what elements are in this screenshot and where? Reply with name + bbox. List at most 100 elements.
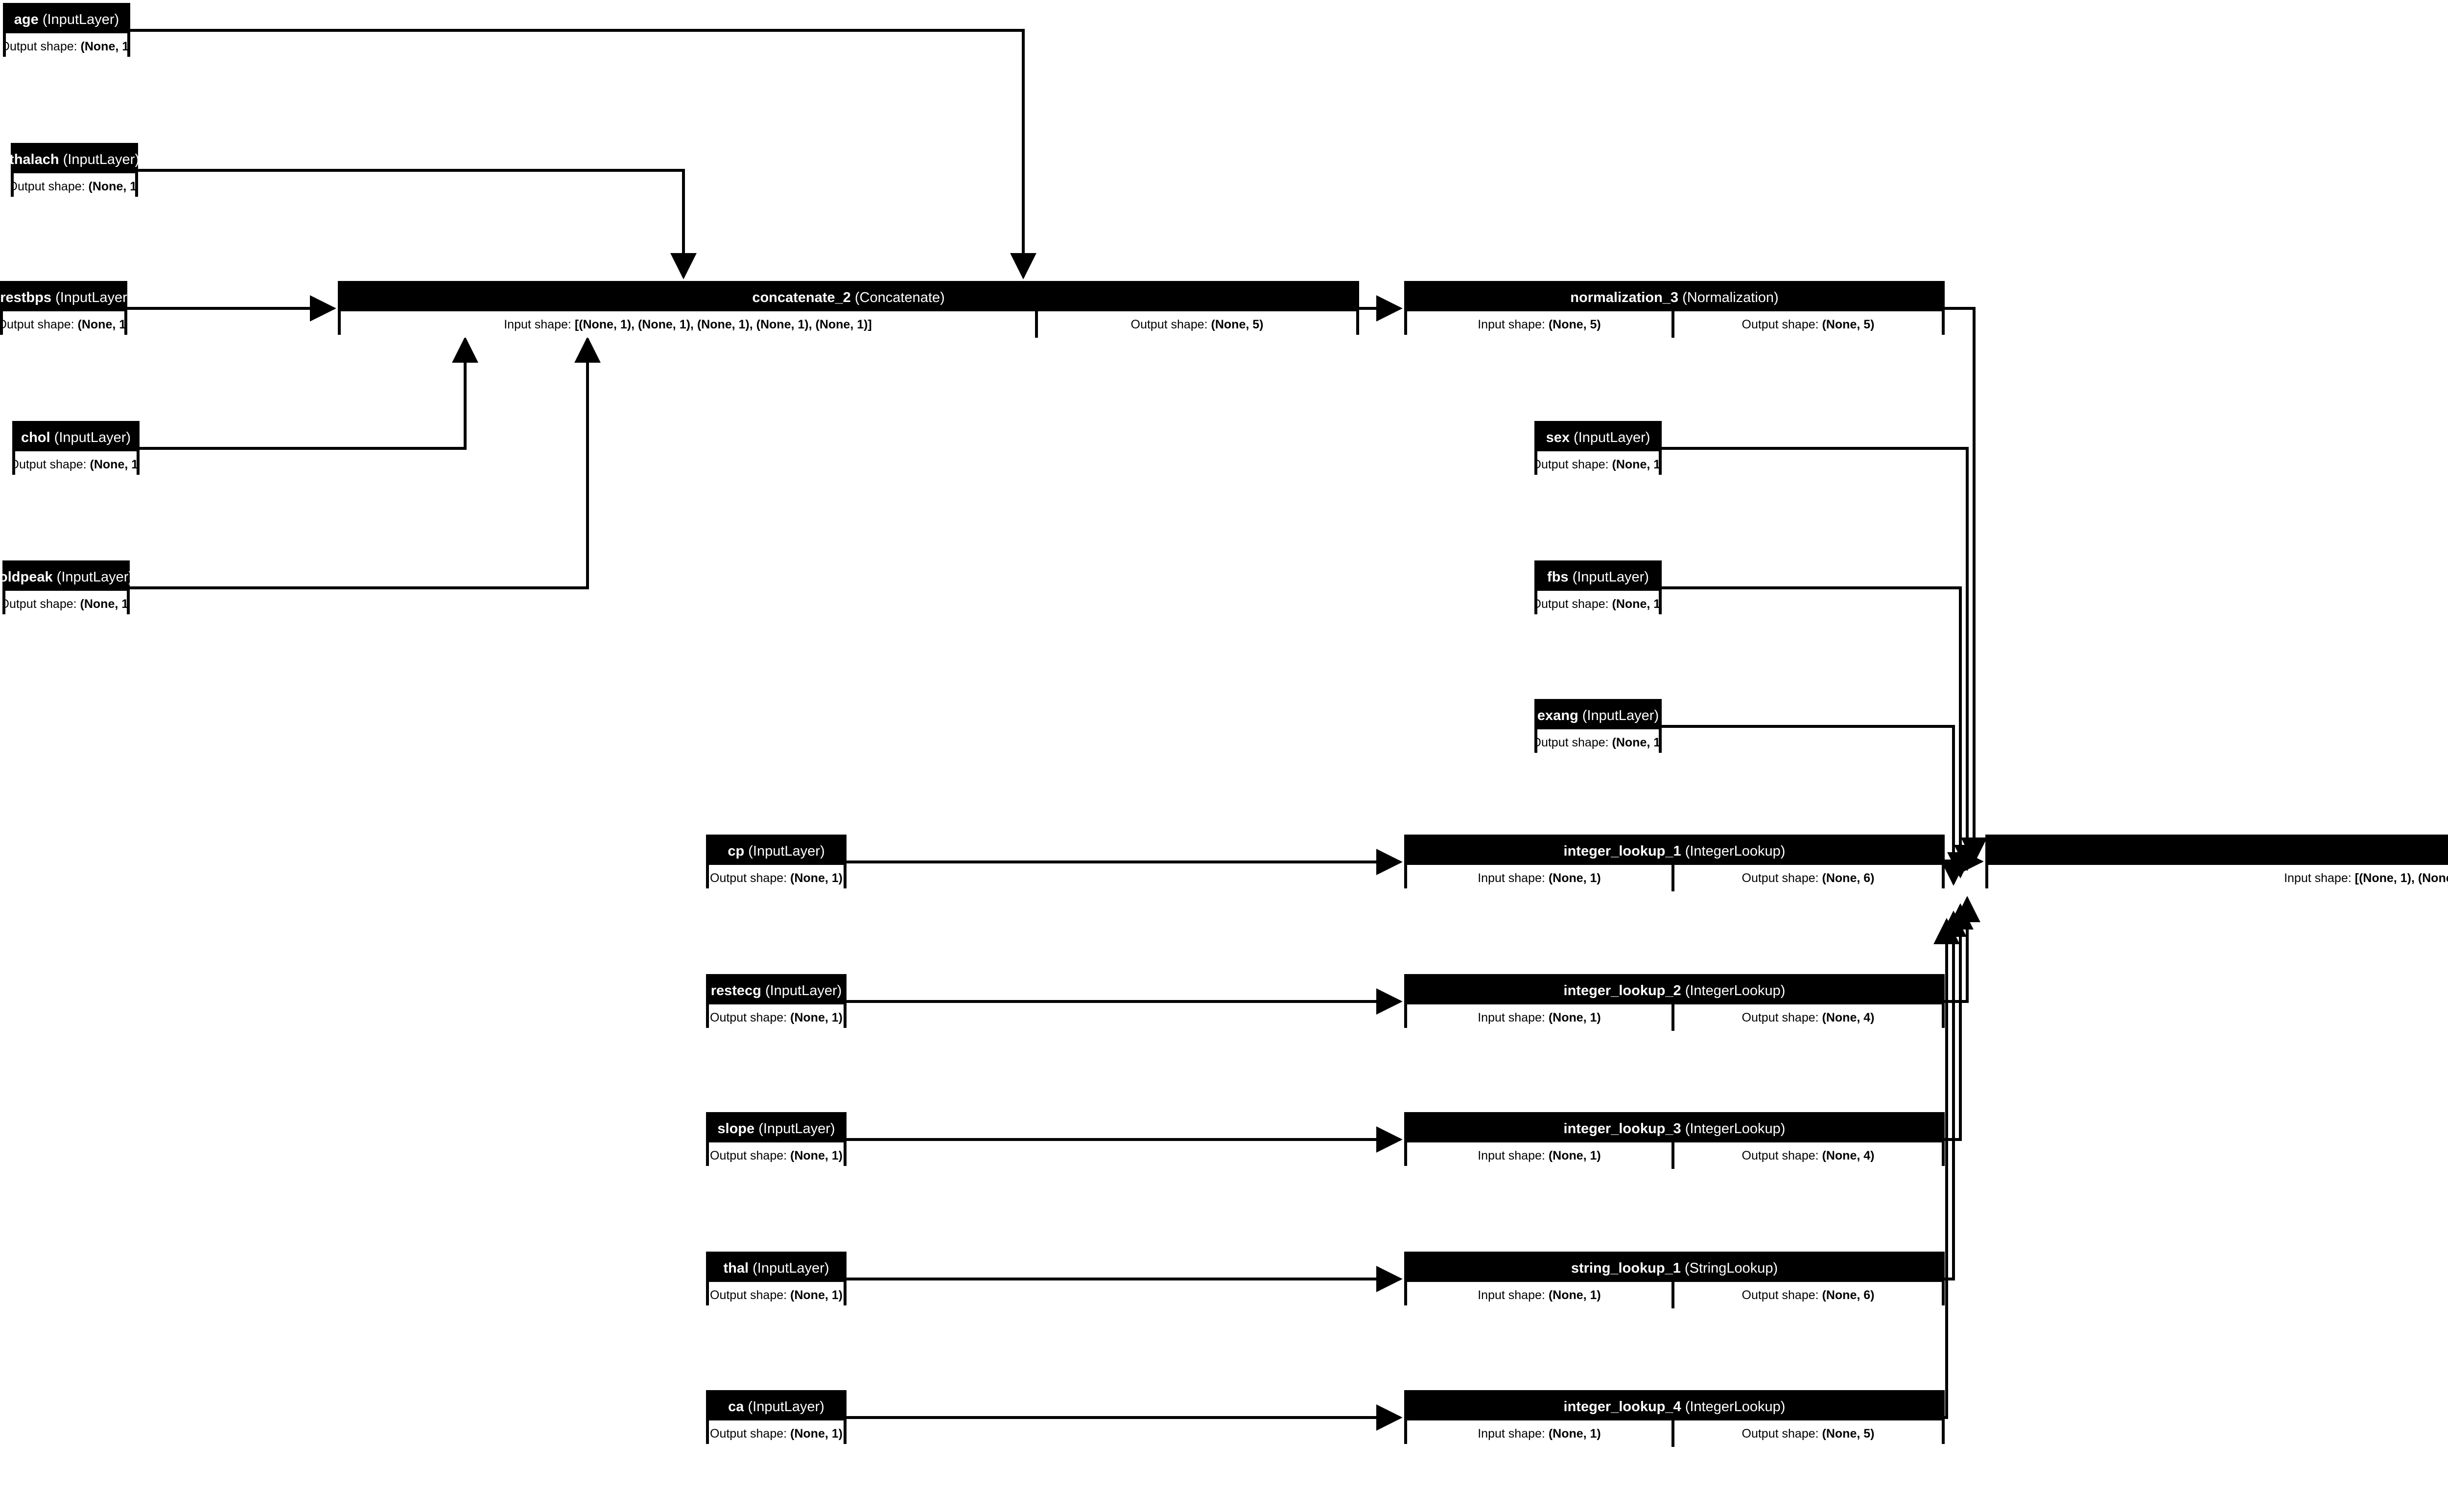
node-normalization-3[interactable]: normalization_3 (Normalization) Input sh… (1404, 281, 1945, 338)
node-chol-output-shape-cell: Output shape: (None, 1) (15, 451, 137, 478)
node-concatenate-2-output-shape-cell: Output shape: (None, 5) (1038, 311, 1356, 338)
node-chol-output-shape: (None, 1) (90, 457, 137, 471)
node-integer-lookup-2[interactable]: integer_lookup_2 (IntegerLookup) Input s… (1404, 974, 1945, 1031)
node-thalach[interactable]: thalach (InputLayer) Output shape: (None… (9, 143, 140, 200)
node-integer-lookup-2-output-shape-cell: Output shape: (None, 4) (1674, 1004, 1942, 1031)
node-exang[interactable]: exang (InputLayer) Output shape: (None, … (1534, 699, 1662, 756)
node-cp[interactable]: cp (InputLayer) Output shape: (None, 1) (706, 835, 847, 891)
output-shape-label: Output shape: (5, 597, 77, 611)
node-exang-type: (InputLayer) (1582, 707, 1659, 723)
output-shape-label: Output shape: (1742, 1426, 1819, 1441)
node-integer-lookup-3[interactable]: integer_lookup_3 (IntegerLookup) Input s… (1404, 1112, 1945, 1169)
output-shape-label: Output shape: (1742, 1010, 1819, 1024)
node-thal[interactable]: thal (InputLayer) Output shape: (None, 1… (706, 1252, 847, 1308)
node-exang-output-shape: (None, 1) (1612, 735, 1659, 749)
node-integer-lookup-3-output-shape: (None, 4) (1822, 1148, 1875, 1163)
node-restecg[interactable]: restecg (InputLayer) Output shape: (None… (706, 974, 847, 1031)
node-integer-lookup-3-body: Input shape: (None, 1) Output shape: (No… (1407, 1142, 1942, 1169)
node-chol-title: chol (InputLayer) (15, 424, 137, 451)
node-integer-lookup-2-name: integer_lookup_2 (1563, 982, 1681, 999)
node-string-lookup-1-name: string_lookup_1 (1571, 1260, 1681, 1276)
node-trestbps-name: trestbps (0, 289, 51, 305)
node-oldpeak-type: (InputLayer) (56, 569, 134, 585)
input-shape-label: Input shape: (2284, 871, 2352, 885)
node-concatenate-2-body: Input shape: [(None, 1), (None, 1), (Non… (341, 311, 1356, 338)
node-oldpeak[interactable]: oldpeak (InputLayer) Output shape: (None… (0, 560, 134, 617)
node-sex-type: (InputLayer) (1574, 429, 1650, 445)
node-sex[interactable]: sex (InputLayer) Output shape: (None, 1) (1534, 421, 1662, 478)
node-chol-name: chol (21, 429, 50, 445)
input-shape-label: Input shape: (1478, 1010, 1545, 1024)
output-shape-label: Output shape: (1537, 597, 1609, 611)
node-slope-title: slope (InputLayer) (709, 1115, 844, 1142)
node-fbs-body: Output shape: (None, 1) (1537, 591, 1659, 617)
node-integer-lookup-3-input-shape: (None, 1) (1548, 1148, 1601, 1163)
node-concatenate-2[interactable]: concatenate_2 (Concatenate) Input shape:… (338, 281, 1359, 338)
node-string-lookup-1-output-shape: (None, 6) (1822, 1288, 1875, 1302)
node-normalization-3-type: (Normalization) (1682, 289, 1779, 305)
node-fbs[interactable]: fbs (InputLayer) Output shape: (None, 1) (1534, 560, 1662, 617)
output-shape-label: Output shape: (1742, 1148, 1819, 1163)
node-concatenate-2-input-shape-cell: Input shape: [(None, 1), (None, 1), (Non… (341, 311, 1035, 338)
node-exang-title: exang (InputLayer) (1537, 702, 1659, 729)
output-shape-label: Output shape: (1537, 735, 1609, 749)
node-ca-output-shape: (None, 1) (790, 1426, 843, 1441)
node-thal-output-shape-cell: Output shape: (None, 1) (709, 1282, 844, 1308)
node-thal-type: (InputLayer) (753, 1260, 829, 1276)
node-concatenate-2-type: (Concatenate) (854, 289, 945, 305)
node-integer-lookup-1-output-shape: (None, 6) (1822, 871, 1875, 885)
node-restecg-type: (InputLayer) (765, 982, 842, 999)
node-slope[interactable]: slope (InputLayer) Output shape: (None, … (706, 1112, 847, 1169)
input-shape-label: Input shape: (1478, 1426, 1545, 1441)
node-fbs-output-shape: (None, 1) (1612, 597, 1659, 611)
node-age-output-shape: (None, 1) (80, 39, 127, 53)
node-ca-output-shape-cell: Output shape: (None, 1) (709, 1420, 844, 1447)
node-concatenate-3[interactable]: concatenate_3 (Concatenate) Input shape:… (1985, 835, 2448, 891)
node-oldpeak-name: oldpeak (0, 569, 53, 585)
node-concatenate-3-input-shape-cell: Input shape: [(None, 1), (None, 1), (Non… (1988, 865, 2448, 891)
node-fbs-type: (InputLayer) (1572, 569, 1649, 585)
node-string-lookup-1[interactable]: string_lookup_1 (StringLookup) Input sha… (1404, 1252, 1945, 1308)
node-slope-type: (InputLayer) (758, 1120, 835, 1137)
node-concatenate-2-output-shape: (None, 5) (1211, 317, 1264, 331)
node-age-title: age (InputLayer) (6, 6, 127, 33)
output-shape-label: Output shape: (710, 1426, 787, 1441)
output-shape-label: Output shape: (710, 1288, 787, 1302)
output-shape-label: Output shape: (3, 317, 74, 331)
node-thal-name: thal (723, 1260, 749, 1276)
node-cp-output-shape: (None, 1) (790, 871, 843, 885)
node-concatenate-3-title: concatenate_3 (Concatenate) (1988, 837, 2448, 865)
node-trestbps[interactable]: trestbps (InputLayer) Output shape: (Non… (0, 281, 132, 338)
node-normalization-3-input-shape-cell: Input shape: (None, 5) (1407, 311, 1671, 338)
output-shape-label: Output shape: (710, 871, 787, 885)
node-cp-title: cp (InputLayer) (709, 837, 844, 865)
node-restecg-output-shape-cell: Output shape: (None, 1) (709, 1004, 844, 1031)
input-shape-label: Input shape: (1478, 1148, 1545, 1163)
node-normalization-3-body: Input shape: (None, 5) Output shape: (No… (1407, 311, 1942, 338)
node-cp-name: cp (728, 843, 745, 859)
output-shape-label: Output shape: (1742, 317, 1819, 331)
output-shape-label: Output shape: (1537, 457, 1609, 471)
node-string-lookup-1-output-shape-cell: Output shape: (None, 6) (1674, 1282, 1942, 1308)
node-exang-name: exang (1537, 707, 1578, 723)
node-integer-lookup-4[interactable]: integer_lookup_4 (IntegerLookup) Input s… (1404, 1390, 1945, 1447)
node-restecg-name: restecg (710, 982, 761, 999)
node-integer-lookup-4-input-shape-cell: Input shape: (None, 1) (1407, 1420, 1671, 1447)
node-integer-lookup-1[interactable]: integer_lookup_1 (IntegerLookup) Input s… (1404, 835, 1945, 891)
edges-inputs-to-lookups (847, 849, 1403, 1431)
node-chol[interactable]: chol (InputLayer) Output shape: (None, 1… (12, 421, 140, 478)
node-exang-output-shape-cell: Output shape: (None, 1) (1537, 729, 1659, 756)
node-integer-lookup-2-title: integer_lookup_2 (IntegerLookup) (1407, 977, 1942, 1004)
node-thalach-body: Output shape: (None, 1) (14, 173, 135, 200)
node-string-lookup-1-title: string_lookup_1 (StringLookup) (1407, 1255, 1942, 1282)
output-shape-label: Output shape: (710, 1148, 787, 1163)
node-thal-output-shape: (None, 1) (790, 1288, 843, 1302)
input-shape-label: Input shape: (1478, 1288, 1545, 1302)
node-cp-output-shape-cell: Output shape: (None, 1) (709, 865, 844, 891)
node-age[interactable]: age (InputLayer) Output shape: (None, 1) (3, 3, 130, 60)
node-trestbps-type: (InputLayer) (55, 289, 132, 305)
node-ca[interactable]: ca (InputLayer) Output shape: (None, 1) (706, 1390, 847, 1447)
node-integer-lookup-2-type: (IntegerLookup) (1685, 982, 1786, 999)
node-ca-body: Output shape: (None, 1) (709, 1420, 844, 1447)
